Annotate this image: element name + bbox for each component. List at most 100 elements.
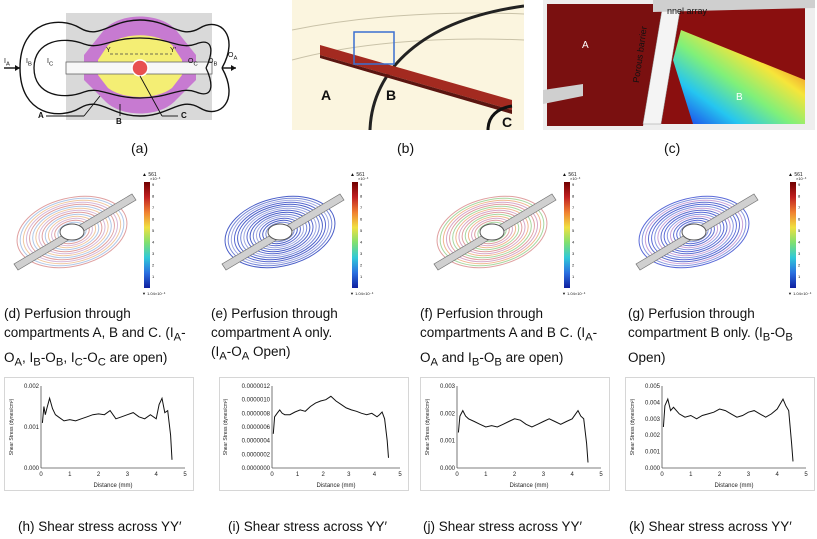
loop-a [19,19,230,69]
x-tick-label: 2 [718,472,722,478]
streamline [252,213,308,251]
x-tick-label: 4 [776,472,780,478]
streamline [22,199,122,265]
zoom-box [353,31,395,65]
desc-line: OA and IB-OB are open) [420,349,564,369]
y-tick-label: 0.002 [24,384,40,390]
streamline [641,197,747,267]
y-axis-label: Shear Stress (dynes/cm²) [223,398,229,455]
x-tick-label: 4 [571,472,575,478]
loop-a-bottom [19,67,230,117]
colorbar-tick: 4 [360,240,363,245]
x-axis-label: Distance (mm) [509,483,548,489]
x-axis-label: Distance (mm) [93,483,132,489]
streamline [471,217,513,247]
barrier-curve [368,4,525,131]
colorbar-tick: 9 [572,182,575,187]
colorbar-tick: 9 [360,182,363,187]
colorbar-tick: 6 [360,217,363,222]
streamline [233,201,327,263]
x-tick-label: 1 [296,472,300,478]
colorbar-tick: 2 [152,263,155,268]
streamline [436,195,548,269]
caption-c: (c) [664,140,681,156]
streamline [651,203,737,261]
y-tick-label: 0.001 [24,425,40,431]
colorbar-tick: 1 [572,274,575,279]
colorbar-tick: 5 [152,228,155,233]
x-tick-label: 5 [398,472,402,478]
colorbar-max: ▲ 561 [562,172,577,178]
colorbar [564,182,570,288]
panel-b: A B C [291,0,525,131]
y-tick-label: 0.0000000 [242,466,271,472]
streamline [654,205,734,259]
label-ic: IC [47,58,54,68]
streamline [657,207,731,257]
y-tick-label: 0.003 [645,417,661,423]
label-oa: OA [228,52,238,62]
streamline [647,201,741,263]
x-tick-label: 1 [68,472,72,478]
description-f: (f) Perfusion through compartments A and… [420,304,625,372]
description-g: (g) Perfusion through compartment B only… [628,304,817,367]
colorbar-tick: 4 [572,240,575,245]
streamline [464,213,520,251]
x-axis-label: Distance (mm) [316,483,355,489]
desc-line: (g) Perfusion through [628,306,755,321]
desc-line: (IA-OA Open) [211,344,291,363]
colorbar-max: ▲ 561 [142,172,157,178]
y-tick-label: 0.0000008 [242,411,271,417]
desc-line: compartment A only. [211,325,333,340]
colorbar-tick: 5 [798,228,801,233]
series-line [457,409,589,463]
device-schematic [4,13,236,120]
x-tick-label: 3 [747,472,751,478]
gradient-plume [673,30,805,124]
colorbar-tick: 8 [360,194,363,199]
streamline [669,215,719,249]
streamline [467,215,517,249]
y-tick-label: 0.000 [645,466,661,472]
streamline [38,209,106,255]
label-b: B [736,92,743,103]
colorbar-tick: 2 [798,263,801,268]
streamline [29,203,115,261]
streamline [240,205,320,259]
streamline [230,199,330,265]
streamline [442,199,542,265]
label-oc: OC [188,58,198,68]
colorbar [144,182,150,288]
streamline [243,207,317,257]
label-b: B [386,87,397,103]
label-y-prime: Y' [170,47,177,54]
porous-barrier-view [543,0,815,130]
colorbar-tick: 4 [798,240,801,245]
colorbar-tick: 3 [360,251,363,256]
panel-c: A B Porous barrier nnel array [543,0,815,130]
streamline [638,195,750,269]
label-b: B [116,117,122,126]
colorbar-tick: 5 [572,228,575,233]
label-channel-array: nnel array [667,6,708,16]
streamline [16,195,128,269]
x-tick-label: 1 [689,472,693,478]
streamline [224,195,336,269]
streamline [255,215,305,249]
series-line [41,396,173,460]
x-axis-label: Distance (mm) [714,483,753,489]
colorbar-tick: 6 [152,217,155,222]
streamline [51,217,93,247]
streamline [666,213,722,251]
streamline [445,201,539,263]
colorbar-max: ▲ 561 [350,172,365,178]
pointer-c [139,75,163,117]
